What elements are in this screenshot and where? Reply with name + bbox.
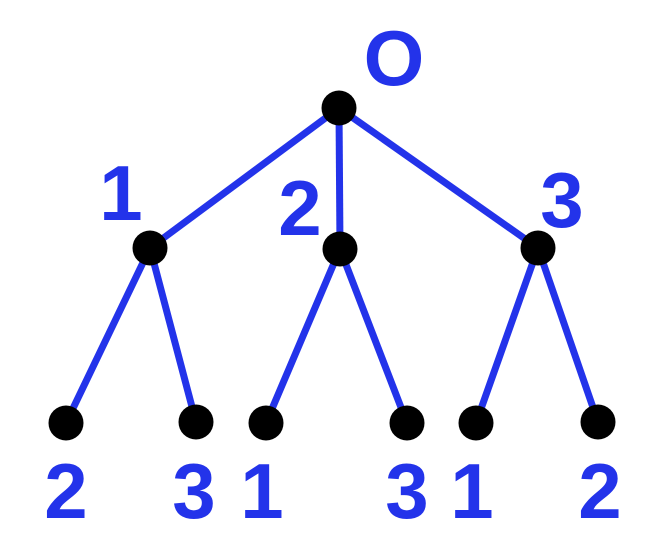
tree-edge-c1-l1 <box>62 246 154 425</box>
tree-edge-c2-l4 <box>336 247 411 425</box>
tree-node-c3 <box>520 230 556 266</box>
tree-node-l4 <box>389 405 425 441</box>
node-label-c1: 1 <box>99 149 142 237</box>
tree-node-root <box>321 90 357 126</box>
tree-edge-c1-l2 <box>146 247 200 423</box>
tree-edge-c2-l3 <box>262 247 344 425</box>
node-label-c2: 2 <box>278 164 321 252</box>
tree-edge-c3-l6 <box>534 246 602 424</box>
tree-edge-root-c2 <box>335 107 344 250</box>
node-label-c3: 3 <box>540 156 583 244</box>
node-label-l4: 3 <box>385 447 428 535</box>
node-label-l2: 3 <box>172 447 215 535</box>
tree-node-l2 <box>178 404 214 440</box>
tree-node-l3 <box>248 405 284 441</box>
tree-node-c1 <box>132 230 168 266</box>
node-label-l5: 1 <box>450 447 493 535</box>
tree-node-l5 <box>458 405 494 441</box>
tree-node-l6 <box>580 404 616 440</box>
tree-edge-root-c1 <box>147 105 342 251</box>
edges-layer <box>62 105 602 425</box>
node-label-l3: 1 <box>240 447 283 535</box>
nodes-layer <box>48 90 616 441</box>
tree-edge-c3-l5 <box>472 246 542 425</box>
node-label-root: O <box>364 14 425 102</box>
node-label-l6: 2 <box>578 447 621 535</box>
tree-node-c2 <box>322 231 358 267</box>
tree-node-l1 <box>48 405 84 441</box>
node-label-l1: 2 <box>44 447 87 535</box>
tree-edge-root-c3 <box>336 105 541 251</box>
